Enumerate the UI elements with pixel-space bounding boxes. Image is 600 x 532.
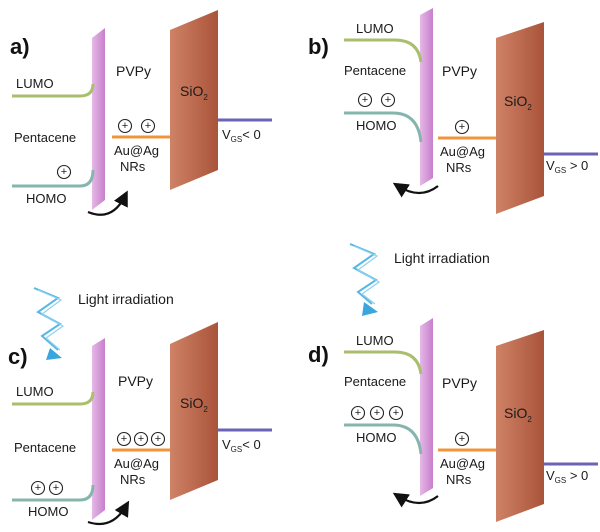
svg-text:+: + [35, 482, 41, 494]
homo-band [12, 484, 95, 502]
light-irradiation-label: Light irradiation [394, 250, 490, 266]
pvpy-layer [420, 318, 433, 496]
svg-text:+: + [459, 121, 465, 133]
sio2-layer [496, 330, 544, 522]
panel-a: a) LUMO Pentacene HOMO + PVPy SiO2 + [10, 10, 272, 216]
curved-arrow-icon [392, 182, 439, 198]
light-ray-icon [349, 243, 381, 316]
svg-text:+: + [61, 166, 67, 178]
vgs-label: VGS > 0 [546, 158, 588, 175]
auag-label: Au@Ag [440, 456, 485, 471]
sio2-label: SiO2 [504, 405, 532, 424]
homo-band [344, 423, 423, 455]
pvpy-label: PVPy [442, 63, 477, 79]
pvpy-layer [420, 8, 433, 186]
homo-label: HOMO [356, 430, 396, 445]
svg-text:+: + [155, 433, 161, 445]
svg-text:+: + [121, 433, 127, 445]
svg-text:+: + [122, 120, 128, 132]
light-ray-icon [33, 287, 65, 360]
panel-b: b) LUMO Pentacene + + HOMO PVPy SiO2 + A… [308, 8, 598, 214]
vgs-label: VGS< 0 [222, 437, 261, 454]
pvpy-layer [92, 28, 105, 210]
homo-band [12, 169, 95, 188]
hole-icon: + [357, 92, 373, 108]
svg-text:+: + [362, 94, 368, 106]
hole-icon: + [369, 405, 385, 421]
svg-text:+: + [355, 407, 361, 419]
auag-label: Au@Ag [440, 144, 485, 159]
svg-text:+: + [53, 482, 59, 494]
panel-label: a) [10, 34, 30, 59]
pentacene-label: Pentacene [344, 63, 406, 78]
panel-c: Light irradiation c) LUMO Pentacene + + … [8, 287, 272, 526]
lumo-label: LUMO [356, 333, 394, 348]
sio2-label: SiO2 [180, 395, 208, 414]
sio2-label: SiO2 [504, 93, 532, 112]
sio2-label: SiO2 [180, 83, 208, 102]
panel-label: b) [308, 34, 329, 59]
hole-icon: + [150, 431, 166, 447]
hole-icon: + [350, 405, 366, 421]
svg-text:+: + [145, 120, 151, 132]
hole-icon: + [133, 431, 149, 447]
hole-icon: + [116, 431, 132, 447]
hole-icon: + [454, 119, 470, 135]
auag-label: Au@Ag [114, 456, 159, 471]
pvpy-label: PVPy [116, 63, 151, 79]
hole-icon: + [48, 480, 64, 496]
nrs-label: NRs [120, 472, 146, 487]
pentacene-label: Pentacene [14, 440, 76, 455]
homo-label: HOMO [28, 504, 68, 519]
svg-text:+: + [393, 407, 399, 419]
lumo-band [12, 83, 95, 98]
curved-arrow-icon [392, 492, 439, 508]
svg-text:+: + [385, 94, 391, 106]
hole-icon: + [140, 118, 156, 134]
svg-text:+: + [459, 433, 465, 445]
pvpy-layer [92, 338, 105, 520]
panel-label: d) [308, 342, 329, 367]
light-irradiation-label: Light irradiation [78, 291, 174, 307]
auag-label: Au@Ag [114, 143, 159, 158]
pentacene-label: Pentacene [14, 130, 76, 145]
nrs-label: NRs [446, 472, 472, 487]
pvpy-label: PVPy [118, 373, 153, 389]
sio2-layer [170, 10, 218, 190]
homo-label: HOMO [26, 191, 66, 206]
homo-band [344, 111, 423, 143]
panel-label: c) [8, 344, 28, 369]
vgs-label: VGS< 0 [222, 127, 261, 144]
nrs-label: NRs [120, 159, 146, 174]
hole-icon: + [380, 92, 396, 108]
panel-d: Light irradiation d) LUMO Pentacene + + … [308, 243, 598, 522]
vgs-label: VGS > 0 [546, 468, 588, 485]
lumo-band [344, 350, 423, 375]
sio2-layer [170, 322, 218, 500]
svg-text:+: + [374, 407, 380, 419]
lumo-band [12, 391, 95, 406]
curved-arrow-icon [87, 500, 130, 526]
hole-icon: + [56, 164, 72, 180]
homo-label: HOMO [356, 118, 396, 133]
sio2-layer [496, 22, 544, 214]
svg-text:+: + [138, 433, 144, 445]
hole-icon: + [388, 405, 404, 421]
lumo-band [344, 38, 423, 63]
curved-arrow-icon [87, 190, 128, 216]
pvpy-label: PVPy [442, 375, 477, 391]
lumo-label: LUMO [356, 21, 394, 36]
lumo-label: LUMO [16, 384, 54, 399]
pentacene-label: Pentacene [344, 374, 406, 389]
hole-icon: + [454, 431, 470, 447]
hole-icon: + [117, 118, 133, 134]
nrs-label: NRs [446, 160, 472, 175]
hole-icon: + [30, 480, 46, 496]
lumo-label: LUMO [16, 76, 54, 91]
